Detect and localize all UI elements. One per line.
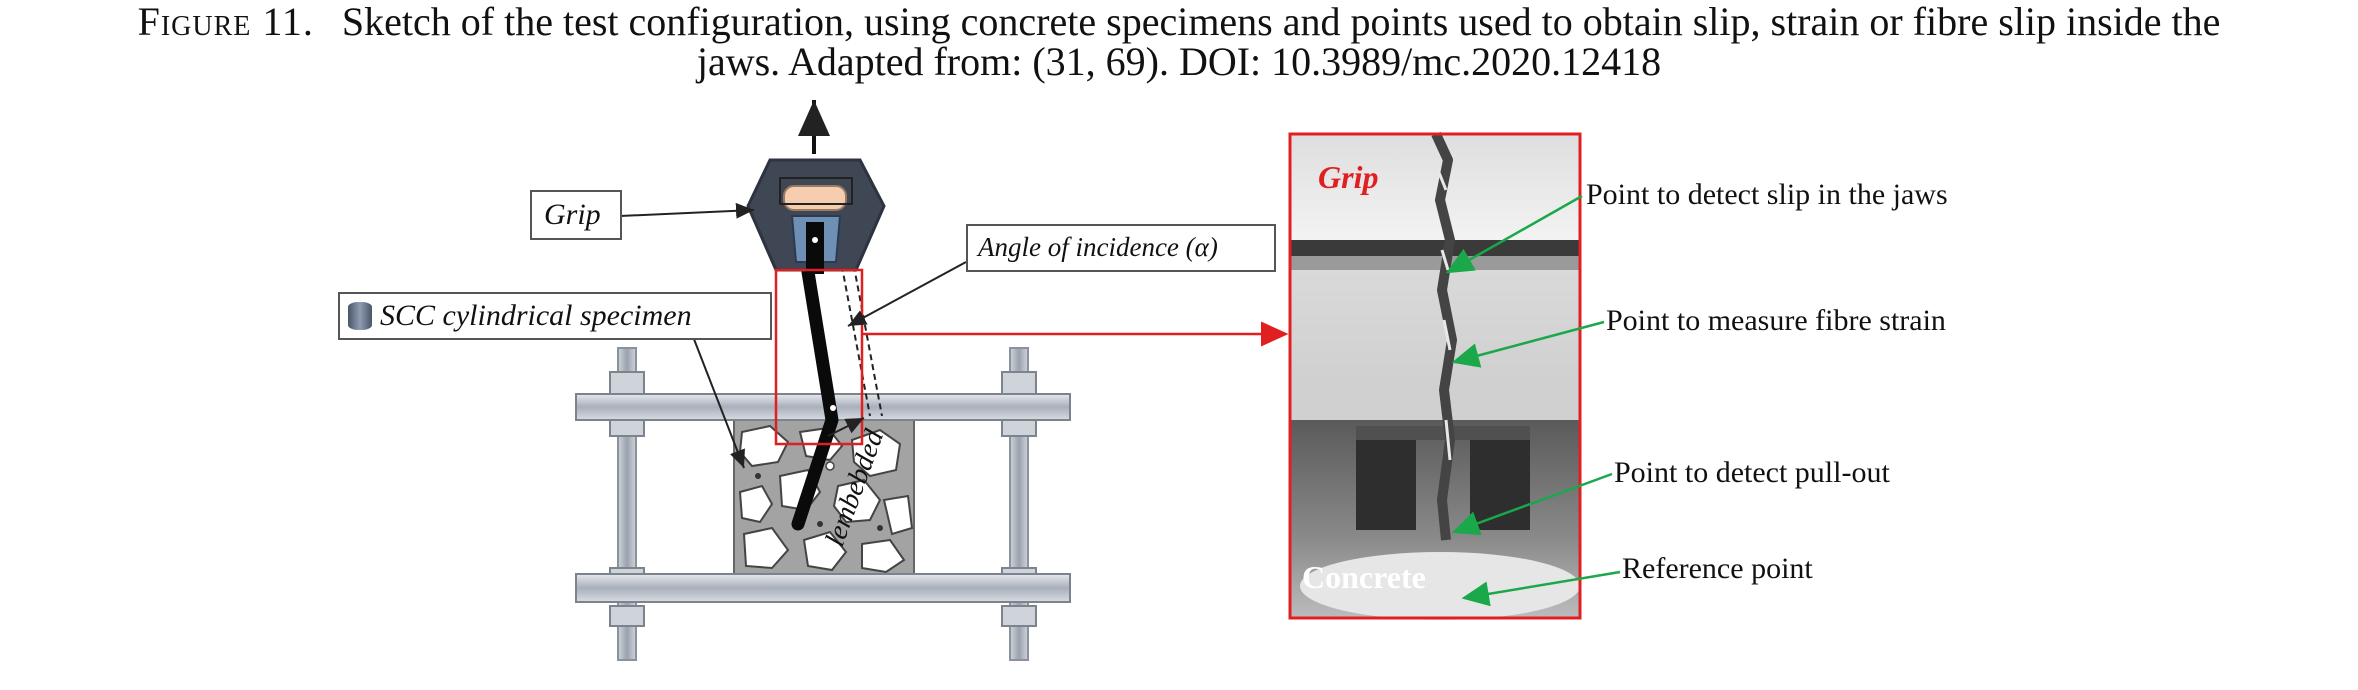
caption-line-2: jaws. Adapted from: (31, 69). DOI: 10.39… xyxy=(696,39,1662,84)
steel-fibre xyxy=(791,255,883,531)
specimen-label-box: SCC cylindrical specimen xyxy=(338,292,772,340)
annotation-reference-point: Reference point xyxy=(1622,552,1813,585)
grip-jaws xyxy=(746,158,886,274)
grip-label: Grip xyxy=(544,198,601,231)
grip-leader xyxy=(619,202,755,219)
photo-grip-label: Grip xyxy=(1318,159,1378,195)
fibre-strain-arrow xyxy=(1451,320,1605,368)
frame-plates xyxy=(575,393,1071,603)
specimen-label: SCC cylindrical specimen xyxy=(380,299,692,332)
pull-out-arrow xyxy=(1451,472,1613,536)
angle-label: Angle of incidence (α) xyxy=(978,232,1218,262)
fibre-photo xyxy=(1288,131,1582,620)
specimen-leader xyxy=(691,333,745,469)
figure-caption: Figure 11. Sketch of the test configurati… xyxy=(0,2,2358,82)
photo-concrete-label: Concrete xyxy=(1302,559,1426,595)
slip-jaws-arrow xyxy=(1445,194,1583,274)
embedded-dimension-arrow xyxy=(827,417,865,437)
angle-leader xyxy=(847,261,967,327)
annotation-pull-out: Point to detect pull-out xyxy=(1614,456,1890,489)
reference-point-arrow xyxy=(1461,570,1621,607)
annotation-fibre-strain: Point to measure fibre strain xyxy=(1606,304,1946,337)
angle-label-box: Angle of incidence (α) xyxy=(966,224,1276,272)
caption-text-1: Sketch of the test configuration, using … xyxy=(341,0,2221,44)
detail-selection-box xyxy=(774,268,864,446)
figure-number: Figure 11. xyxy=(137,0,314,44)
grip-label-box: Grip xyxy=(530,190,622,240)
cylinder-icon xyxy=(348,302,372,330)
annotation-slip-jaws: Point to detect slip in the jaws xyxy=(1586,178,1948,211)
caption-line-1: Figure 11. Sketch of the test configurati… xyxy=(0,2,2358,42)
